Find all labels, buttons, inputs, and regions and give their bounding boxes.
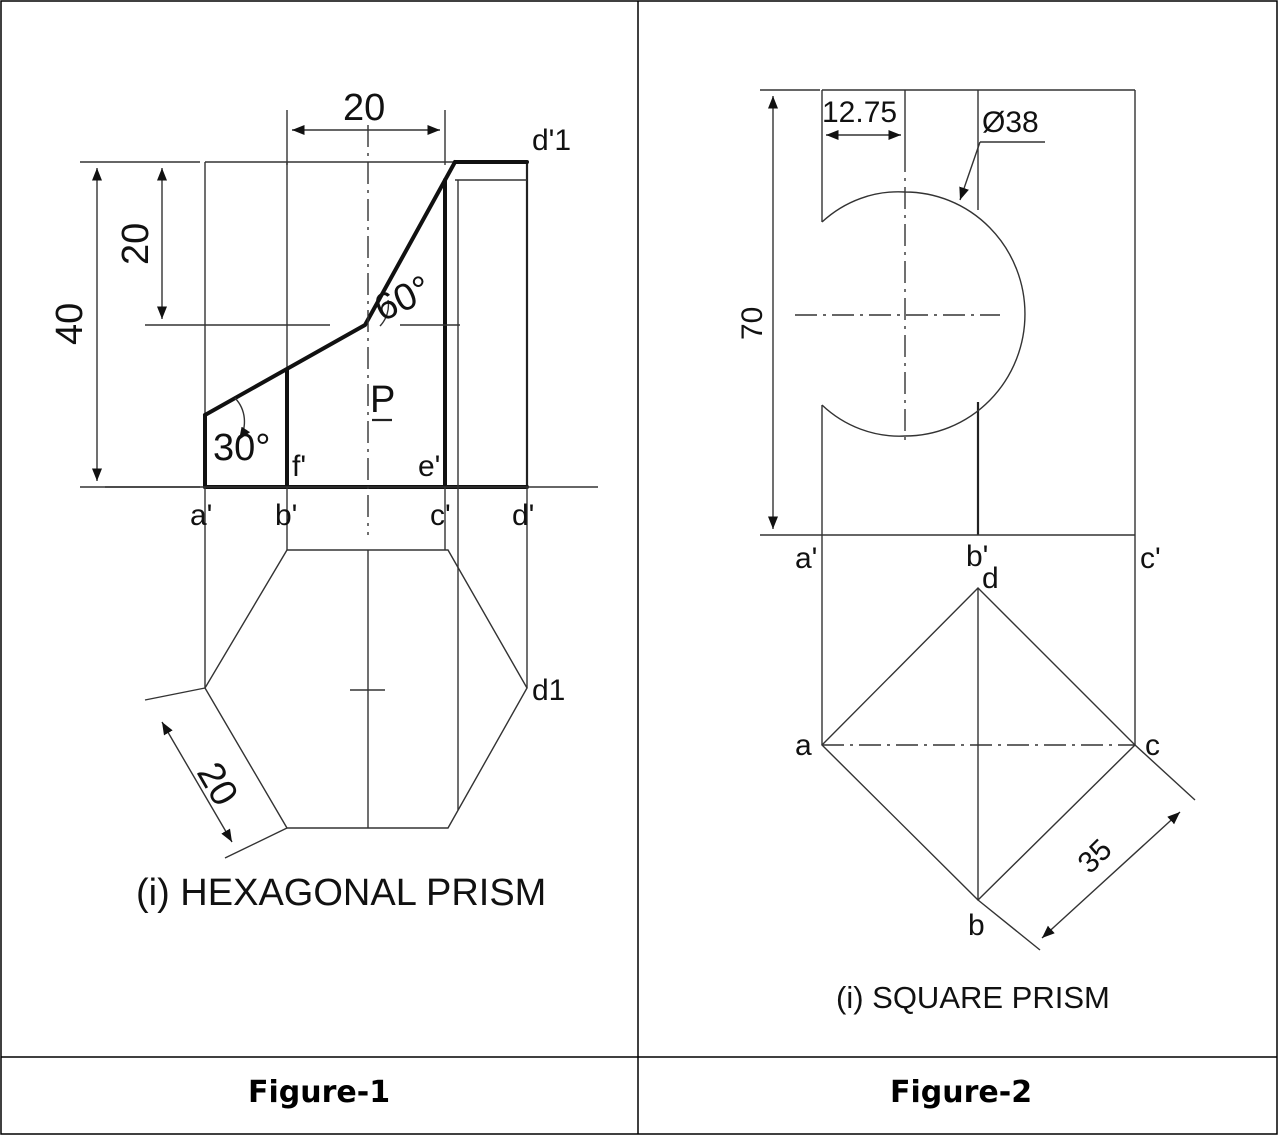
label-f-prime: f' xyxy=(292,450,306,483)
label-b-prime: b' xyxy=(966,540,988,573)
dim-height-20: 20 xyxy=(115,223,157,265)
dim-diameter-38: Ø38 xyxy=(982,106,1039,139)
hexagonal-prism-drawing xyxy=(80,110,598,859)
square-prism-labels: 12.75 Ø38 70 35 a' b' c' d a c b (i) SQU… xyxy=(736,96,1161,1110)
figure1-footer: Figure-1 xyxy=(248,1075,390,1110)
label-a-prime: a' xyxy=(190,499,212,532)
dim-top-20: 20 xyxy=(343,87,385,129)
angle-30: 30° xyxy=(213,427,270,469)
hexagonal-prism-labels: 20 20 40 20 30° 60° P a' b' c' d' f' e' … xyxy=(49,87,571,1110)
dim-height-70: 70 xyxy=(736,307,769,340)
label-d-prime: d' xyxy=(512,499,534,532)
dim-offset-12-75: 12.75 xyxy=(822,96,897,129)
angle-60: 60° xyxy=(368,268,438,330)
label-d: d xyxy=(982,562,999,595)
dim-height-40: 40 xyxy=(49,303,91,345)
figure2-caption: (i) SQUARE PRISM xyxy=(836,980,1110,1015)
figure2-footer: Figure-2 xyxy=(890,1075,1032,1110)
figure1-caption: (i) HEXAGONAL PRISM xyxy=(136,872,546,914)
label-b-prime: b' xyxy=(275,499,297,532)
label-d1-prime: d'1 xyxy=(532,124,571,157)
label-c-prime: c' xyxy=(1140,542,1161,575)
dim-side-35: 35 xyxy=(1072,833,1119,880)
label-e-prime: e' xyxy=(418,450,440,483)
label-c-prime: c' xyxy=(430,499,451,532)
section-plane-label: P xyxy=(370,379,395,421)
label-a: a xyxy=(795,729,812,762)
dim-edge-20: 20 xyxy=(188,756,246,814)
label-b: b xyxy=(968,909,985,942)
label-a-prime: a' xyxy=(795,542,817,575)
label-c: c xyxy=(1145,729,1160,762)
square-prism-drawing xyxy=(760,89,1196,951)
label-d1-plan: d1 xyxy=(532,674,565,707)
